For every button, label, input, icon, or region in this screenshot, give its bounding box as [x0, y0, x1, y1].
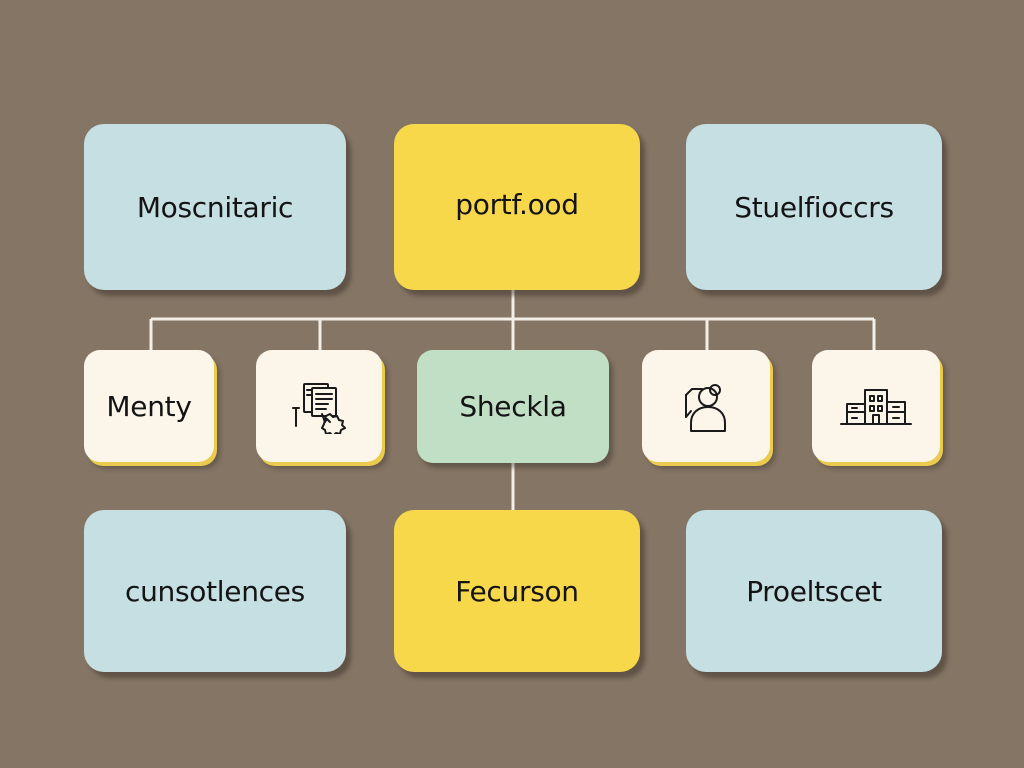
- node-label: Proeltscet: [746, 574, 882, 608]
- node-bottom-right[interactable]: Proeltscet: [686, 510, 942, 672]
- node-label: Moscnitaric: [136, 190, 294, 224]
- node-middle-center[interactable]: Sheckla: [417, 350, 609, 463]
- person-icon: [685, 384, 726, 432]
- node-middle-2[interactable]: [256, 350, 382, 462]
- node-label: portf.ood: [455, 187, 579, 221]
- node-top-left[interactable]: Moscnitaric: [84, 124, 346, 290]
- node-bottom-center[interactable]: Fecurson: [394, 510, 640, 672]
- node-top-center[interactable]: portf.ood: [394, 124, 640, 290]
- node-label: Stuelfioccrs: [734, 190, 894, 224]
- node-top-right[interactable]: Stuelfioccrs: [686, 124, 942, 290]
- node-label: cunsotlences: [125, 574, 305, 608]
- node-middle-4[interactable]: [642, 350, 770, 462]
- node-middle-1[interactable]: Menty: [84, 350, 214, 462]
- node-middle-5[interactable]: [812, 350, 940, 462]
- node-label: Menty: [106, 389, 192, 423]
- node-label: Fecurson: [455, 574, 579, 608]
- node-label: Sheckla: [459, 390, 567, 423]
- buildings-icon: [840, 389, 912, 425]
- node-bottom-left[interactable]: cunsotlences: [84, 510, 346, 672]
- document-pointer-icon: [292, 383, 346, 434]
